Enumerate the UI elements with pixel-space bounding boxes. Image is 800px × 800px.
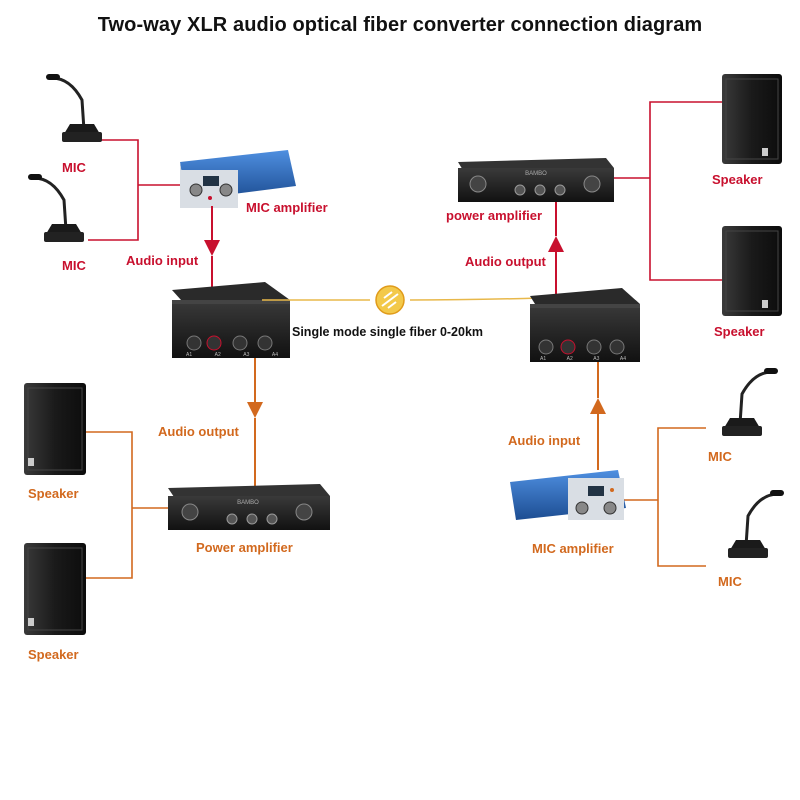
speaker-left-2: [24, 543, 86, 635]
label-mic-right-2: MIC: [718, 574, 742, 589]
converter-right: [530, 288, 640, 362]
mic-amplifier-left-device: [180, 150, 296, 208]
audio-input-right-arrowhead: [590, 398, 606, 414]
label-audio-output-left: Audio output: [158, 424, 239, 439]
speaker-right-1: [722, 74, 782, 164]
brand-text-right: BAMBO: [525, 171, 547, 177]
brand-text-left: BAMBO: [237, 500, 259, 506]
mic-right-1: [722, 368, 778, 436]
label-mic-amplifier-right: MIC amplifier: [532, 541, 614, 556]
left-speaker-wiring: [86, 431, 170, 579]
port-label: A2: [566, 356, 573, 362]
converter-left: [172, 282, 290, 358]
port-label: A3: [593, 356, 600, 362]
speaker-left-1: [24, 383, 86, 475]
audio-output-right-arrowhead: [548, 236, 564, 252]
port-label: A2: [214, 352, 221, 358]
label-speaker-left-2: Speaker: [28, 647, 79, 662]
port-label: A1: [186, 352, 193, 358]
mic-left-2: [28, 174, 84, 242]
label-audio-input-left: Audio input: [126, 253, 199, 268]
label-audio-input-right: Audio input: [508, 433, 581, 448]
left-mic-wiring: [88, 139, 180, 241]
port-label: A1: [540, 356, 547, 362]
converter-left-port-labels: A1 A2 A3 A4: [186, 352, 278, 358]
label-power-amplifier-left: Power amplifier: [196, 540, 293, 555]
label-mic-amplifier-left: MIC amplifier: [246, 200, 328, 215]
mic-left-1: [46, 74, 102, 142]
fiber-icon: [375, 285, 405, 315]
speaker-right-2: [722, 226, 782, 316]
port-label: A4: [271, 352, 278, 358]
power-amplifier-right-device: BAMBO: [458, 158, 614, 202]
audio-output-left-arrowhead: [247, 402, 263, 418]
label-speaker-right-1: Speaker: [712, 172, 763, 187]
port-label: A3: [243, 352, 250, 358]
port-label: A4: [619, 356, 626, 362]
mic-amplifier-right-device: [510, 470, 626, 520]
label-audio-output-right: Audio output: [465, 254, 546, 269]
label-mic-right-1: MIC: [708, 449, 732, 464]
right-speaker-wiring: [614, 101, 722, 281]
mic-right-2: [728, 490, 784, 558]
label-mic-left-1: MIC: [62, 160, 86, 175]
label-mic-left-2: MIC: [62, 258, 86, 273]
fiber-line: [261, 297, 541, 301]
converter-right-port-labels: A1 A2 A3 A4: [540, 356, 626, 362]
label-power-amplifier-right: power amplifier: [446, 208, 543, 223]
right-mic-wiring: [624, 427, 706, 567]
power-amplifier-left-device: BAMBO: [168, 484, 330, 530]
label-speaker-right-2: Speaker: [714, 324, 765, 339]
audio-input-left-arrowhead: [204, 240, 220, 256]
diagram-title: Two-way XLR audio optical fiber converte…: [97, 14, 703, 36]
label-fiber: Single mode single fiber 0-20km: [292, 325, 484, 339]
label-speaker-left-1: Speaker: [28, 486, 79, 501]
